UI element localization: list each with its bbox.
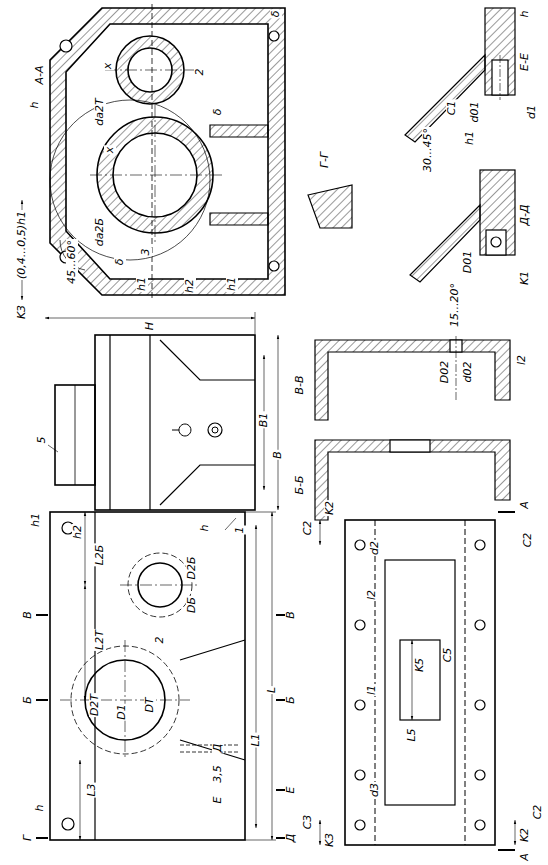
dimension-label: h [29, 101, 41, 110]
dimension-label: L1 [250, 732, 262, 747]
dimension-label: K3 [324, 832, 336, 848]
dimension-label: C3 [302, 814, 314, 831]
dimension-label: Д [285, 833, 297, 844]
dimension-label: da2Б [94, 217, 106, 247]
dimension-label: Д [212, 743, 224, 754]
dimension-label: δ [114, 258, 126, 267]
dimension-label: Б [285, 695, 297, 705]
sections-bb-vv [315, 336, 510, 520]
dimension-label: B [272, 450, 284, 460]
dimension-label: Д-Д [519, 203, 531, 226]
dimension-label: d02 [462, 361, 474, 384]
side-view [45, 312, 278, 510]
dimension-label: В-В [294, 374, 306, 395]
dimension-label: D2Б [186, 555, 198, 580]
dimension-label: d2 [369, 540, 381, 556]
dimension-label: Е [212, 796, 224, 805]
dimension-label: h2 [184, 278, 196, 294]
dimension-label: 45...60° [66, 239, 78, 285]
dimension-label: Б-Б [294, 474, 306, 495]
dimension-label: Б [22, 695, 34, 705]
dimension-label: Е [285, 786, 297, 795]
dimension-label: h2 [72, 524, 84, 540]
dimension-label: C1 [446, 100, 458, 117]
dimension-label: H [144, 321, 156, 331]
dimension-label: 15...20° [449, 282, 461, 328]
dimension-label: h1 [464, 130, 476, 146]
dimension-label: h1 [136, 276, 148, 292]
dimension-label: L2Т [94, 629, 106, 651]
dimension-label: da2Т [94, 97, 106, 126]
section-a-a [22, 4, 285, 300]
plan-view [320, 512, 515, 850]
dimension-label: h1 [226, 276, 238, 292]
dimension-label: δ [270, 10, 282, 19]
dimension-label: 30...45° [422, 127, 434, 173]
dimension-label: K2 [324, 500, 336, 516]
dimension-label: l2 [516, 354, 528, 366]
dimension-label: В [285, 610, 297, 620]
dimension-label: 3,5 [212, 764, 224, 784]
dimension-label: 2 [154, 636, 166, 645]
dimension-label: C2 [532, 804, 544, 821]
dimension-label: h [34, 804, 46, 813]
dimension-label: d1 [526, 104, 538, 120]
dimension-label: Г [22, 834, 34, 842]
dimension-label: δ [212, 108, 224, 117]
dimension-label: DТ [144, 696, 156, 713]
dimension-label: L [266, 686, 278, 694]
front-view [36, 512, 286, 840]
dimension-label: D01 [462, 250, 474, 274]
dimension-label: K5 [414, 657, 426, 673]
dimension-label: C2 [302, 520, 314, 537]
dimension-label: K1 [519, 270, 531, 286]
dimension-label: L5 [406, 727, 418, 742]
dimension-label: А-А [34, 64, 46, 85]
dimension-label: B1 [258, 412, 270, 429]
dimension-label: Е-Е [519, 52, 531, 72]
dimension-label: 3 [140, 248, 152, 257]
dimension-label: x [104, 146, 116, 155]
dimension-label: D1 [116, 703, 128, 720]
dimension-label: В [22, 610, 34, 620]
dimension-label: C2 [522, 532, 534, 549]
dimension-label: x [102, 62, 114, 71]
dimension-label: l2 [366, 589, 378, 601]
small-sections [308, 8, 515, 282]
dimension-label: 1 [234, 526, 246, 535]
dimension-label: h [199, 524, 211, 533]
dimension-label: K2 [519, 827, 531, 843]
dimension-label: h1 [30, 512, 42, 528]
dimension-label: А [519, 500, 531, 510]
dimension-label: d01 [469, 101, 481, 124]
dimension-label: l1 [366, 684, 378, 696]
dimension-label: h [519, 10, 531, 19]
dimension-label: L2Б [94, 544, 106, 567]
dimension-label: C5 [442, 647, 454, 664]
dimension-label: d3 [369, 782, 381, 798]
dimension-label: DБ [186, 596, 198, 614]
dimension-label: Г-Г [319, 151, 331, 169]
dimension-label: D2Т [89, 693, 101, 717]
dimension-label: L3 [86, 782, 98, 797]
dimension-label: K3 [16, 304, 28, 320]
dimension-label: А [519, 852, 531, 862]
dimension-label: 2 [194, 68, 206, 77]
dimension-label: D02 [439, 360, 451, 384]
dimension-label: 5 [36, 436, 48, 445]
dimension-label: (0,4...0,5)h1 [16, 210, 28, 280]
